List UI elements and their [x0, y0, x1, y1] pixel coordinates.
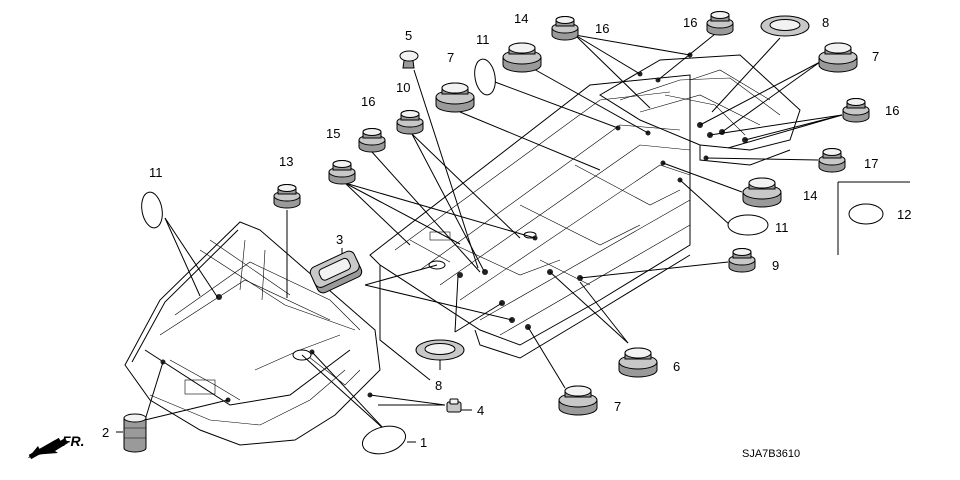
seal-part-12 — [848, 203, 884, 225]
callout-16-right: 16 — [885, 103, 899, 118]
ring-part-8-bottom — [415, 339, 465, 361]
grommet-part-3 — [309, 250, 363, 294]
front-direction-indicator: FR. — [28, 433, 85, 460]
callout-16-left: 16 — [361, 94, 375, 109]
callout-8-top: 8 — [822, 15, 829, 30]
callout-14-right: 14 — [803, 188, 817, 203]
seal-part-11-top — [474, 58, 496, 96]
ring-part-8-top — [760, 15, 810, 37]
callout-11-left: 11 — [149, 165, 163, 180]
callout-13: 13 — [279, 154, 293, 169]
grommet-part-16-top-left — [551, 16, 579, 41]
callout-12: 12 — [897, 207, 911, 222]
car-underbody-illustration — [124, 52, 801, 446]
grommet-part-16-top-right — [706, 11, 734, 36]
callout-15: 15 — [326, 126, 340, 141]
seal-part-11-right — [727, 214, 769, 236]
grommet-part-15 — [328, 160, 356, 185]
callout-16-top-left: 16 — [595, 21, 609, 36]
front-label: FR. — [62, 433, 85, 449]
callout-7-right: 7 — [872, 49, 879, 64]
callout-11-top: 11 — [476, 32, 490, 47]
grommet-part-16-left — [358, 128, 386, 153]
callout-labels: 1 2 3 4 5 6 7 7 7 8 8 9 10 11 11 11 12 1… — [102, 11, 911, 450]
callout-8-bottom: 8 — [435, 378, 442, 393]
grommet-part-9 — [728, 248, 756, 273]
parts — [123, 11, 884, 455]
callout-10: 10 — [396, 80, 410, 95]
callout-11-right: 11 — [775, 220, 789, 235]
seal-part-11-left — [141, 191, 163, 229]
seal-part-1 — [361, 425, 407, 455]
callout-4: 4 — [477, 403, 484, 418]
plug-part-2 — [123, 413, 147, 453]
callout-2: 2 — [102, 425, 109, 440]
grommet-part-10 — [396, 110, 424, 135]
grommet-part-6 — [618, 347, 658, 378]
grommet-part-7-bottom — [558, 385, 598, 416]
callout-17: 17 — [864, 156, 878, 171]
grommet-part-16-right — [842, 98, 870, 123]
reference-code: SJA7B3610 — [742, 448, 800, 460]
callout-5: 5 — [405, 28, 412, 43]
leader-lines — [116, 29, 910, 443]
callout-1: 1 — [420, 435, 427, 450]
grommet-part-14-right — [742, 177, 782, 208]
grommet-part-14-top — [502, 42, 542, 73]
callout-16-top-right: 16 — [683, 15, 697, 30]
callout-7-top: 7 — [447, 50, 454, 65]
callout-3: 3 — [336, 232, 343, 247]
grommet-part-13 — [273, 184, 301, 209]
callout-7-bottom: 7 — [614, 399, 621, 414]
grommet-part-7-right — [818, 42, 858, 73]
plug-part-5 — [399, 50, 419, 69]
grommet-part-7-top — [435, 82, 475, 113]
callout-14-top: 14 — [514, 11, 528, 26]
callout-6: 6 — [673, 359, 680, 374]
clip-part-4 — [446, 398, 462, 413]
grommet-part-17 — [818, 148, 846, 173]
callout-9: 9 — [772, 258, 779, 273]
